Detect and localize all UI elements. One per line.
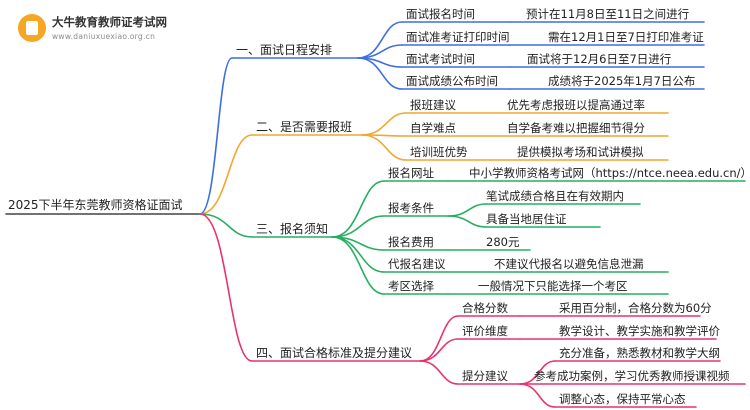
branch-3-item-3-detail-1: 280元: [486, 235, 520, 249]
branch-2-item-3-label: 培训班优势: [410, 145, 468, 159]
branch-1-item-1-label: 面试报名时间: [406, 7, 475, 21]
branch-4-item-3-detail-2: 参考成功案例，学习优秀教师授课视频: [534, 369, 730, 383]
connector-branch-4-item-1: [419, 315, 459, 362]
branch-2-item-1-label: 报班建议: [410, 98, 456, 112]
branch-1-item-2-label: 面试准考证打印时间: [406, 30, 510, 44]
branch-4-item-3-detail-3: 调整心态，保持平常心态: [559, 392, 686, 406]
connector-branch-3-item-1: [331, 180, 385, 238]
connector-branch-3-item-2: [331, 215, 385, 238]
connector-root-branch-2: [199, 134, 253, 215]
branch-1-item-3-detail: 面试将于12月6日至7日进行: [527, 52, 672, 66]
branch-4-item-3-label: 提分建议: [462, 369, 508, 383]
connector-branch-3-item-2-detail-1: [447, 203, 487, 217]
branch-1-item-1-detail: 预计在11月8日至11日之间进行: [526, 7, 690, 21]
branch-3-item-2-detail-1: 笔试成绩合格且在有效期内: [486, 189, 624, 203]
branch-1-item-3-label: 面试考试时间: [406, 52, 475, 66]
branch-1-item-2-detail: 需在12月1日至7日打印准考证: [548, 30, 704, 44]
branch-3-item-1-detail-1: 中小学教师资格考试网（https://ntce.neea.edu.cn/）: [469, 166, 750, 180]
connector-branch-1-item-2: [357, 44, 403, 59]
branch-2-item-2-detail: 自学备考难以把握细节得分: [507, 121, 645, 135]
branch-4-item-2-label: 评价维度: [462, 324, 508, 338]
branch-4-item-3-detail-1: 充分准备，熟悉教材和教学大纲: [559, 346, 720, 360]
branch-3-item-4-detail-1: 不建议代报名以避免信息泄漏: [494, 257, 644, 271]
connector-root-branch-4: [199, 213, 253, 362]
connector-lines: [5, 21, 746, 408]
branch-1-item-4-label: 面试成绩公布时间: [406, 74, 498, 88]
connector-branch-1-item-4: [357, 57, 403, 90]
connector-branch-3-item-2-detail-2: [447, 215, 487, 228]
branch-2-item-2-label: 自学难点: [410, 121, 456, 135]
branch-2-label: 二、是否需要报班: [256, 120, 353, 134]
connector-branch-2-item-3: [361, 134, 407, 161]
branch-4-item-1-detail-1: 采用百分制，合格分数为60分: [559, 301, 712, 315]
root-topic: 2025下半年东莞教师资格证面试: [8, 198, 183, 212]
branch-3-item-4-label: 代报名建议: [388, 257, 446, 271]
connector-root-branch-1: [199, 57, 233, 215]
connector-branch-3-item-5: [331, 236, 385, 295]
branch-3-item-5-detail-1: 一般情况下只能选择一个考区: [478, 279, 628, 293]
watermark-url: www.daniuxuexiao.org.cn: [52, 32, 156, 41]
connector-branch-2-item-1: [361, 112, 407, 136]
branch-3-item-2-detail-2: 具备当地居住证: [486, 212, 567, 226]
watermark-logo: 大牛教育教师证考试网 www.daniuxuexiao.org.cn: [14, 8, 204, 48]
branch-4-item-1-label: 合格分数: [462, 301, 508, 315]
branch-3-label: 三、报名须知: [256, 222, 329, 236]
connector-branch-4-item-3: [419, 360, 459, 385]
book-logo-icon: [18, 14, 46, 42]
branch-3-item-1-label: 报名网址: [388, 166, 434, 180]
branch-4-label: 四、面试合格标准及提分建议: [256, 346, 413, 360]
branch-3-item-5-label: 考区选择: [388, 279, 434, 293]
branch-1-item-4-detail: 成绩将于2025年1月7日公布: [548, 74, 696, 88]
branch-3-item-2-label: 报考条件: [388, 201, 434, 215]
connector-branch-4-item-3-detail-3: [519, 383, 556, 408]
branch-2-item-3-detail: 提供模拟考场和试讲模拟: [517, 145, 644, 159]
watermark-name: 大牛教育教师证考试网: [52, 15, 167, 29]
branch-1-label: 一、面试日程安排: [236, 43, 333, 57]
connector-root-branch-3: [199, 213, 253, 238]
branch-4-item-2-detail-1: 教学设计、教学实施和教学评价: [559, 324, 720, 338]
branch-3-item-3-label: 报名费用: [388, 235, 434, 249]
connector-branch-4-item-2: [419, 338, 459, 362]
branch-2-item-1-detail: 优先考虑报班以提高通过率: [507, 98, 645, 112]
